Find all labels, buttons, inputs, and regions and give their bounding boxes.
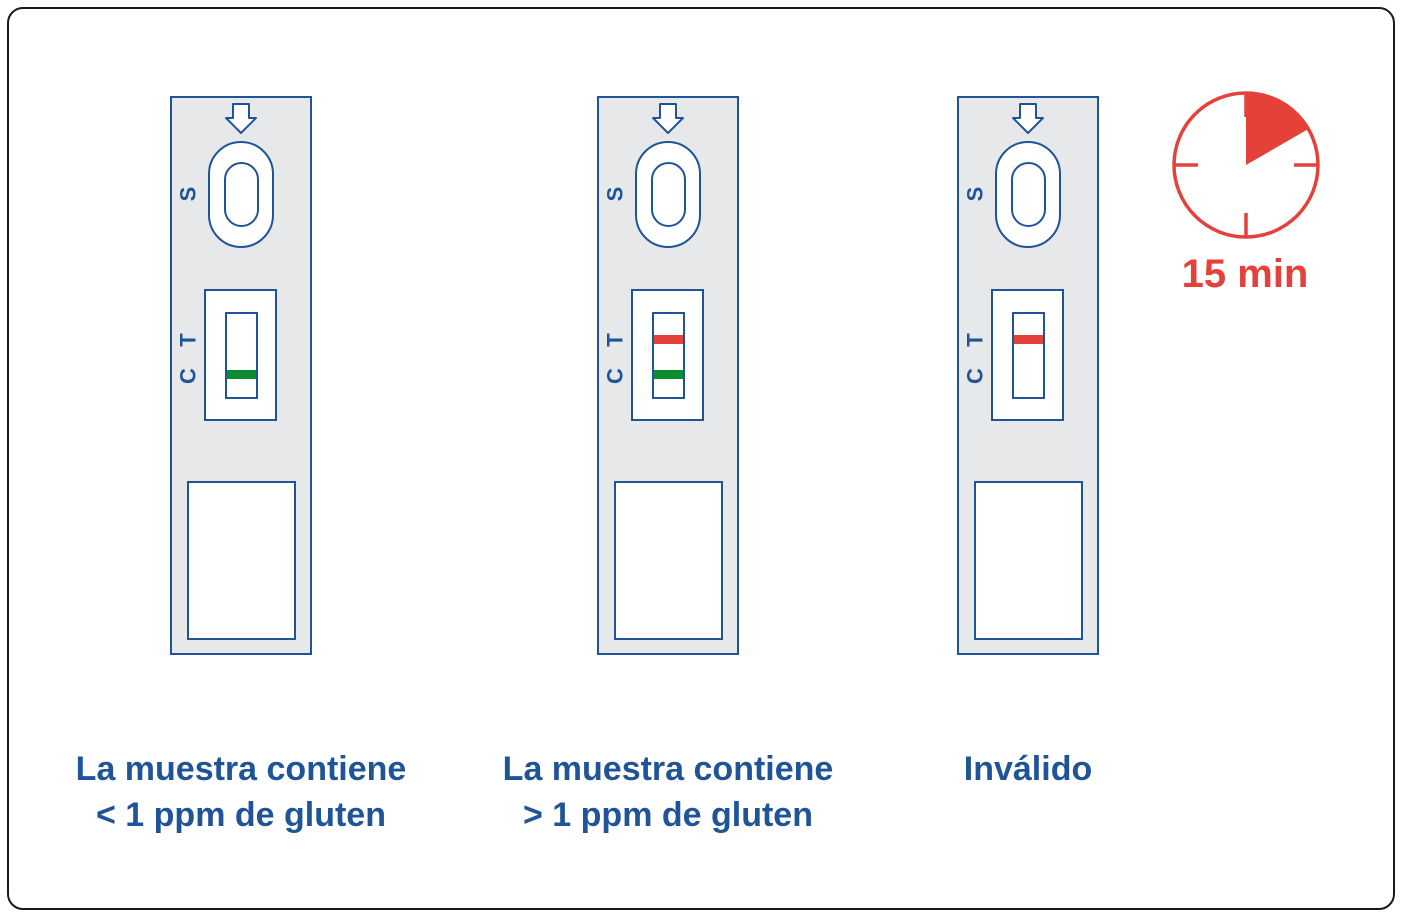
caption-line: La muestra contiene (75, 750, 407, 788)
control-label: C (963, 368, 988, 384)
strip-invalid: S T C (957, 96, 1099, 655)
arrow-down-icon (225, 103, 257, 134)
test-label: T (603, 333, 628, 347)
result-window-inner (225, 312, 258, 399)
caption-invalid: Inválido (928, 746, 1128, 792)
test-line (1014, 335, 1043, 344)
sample-well-inner (224, 162, 259, 227)
control-label: C (176, 368, 201, 384)
label-pad (187, 481, 296, 640)
timer-elapsed-wedge (1246, 93, 1309, 165)
timer-label: 15 min (1181, 252, 1309, 296)
arrow-down-icon (1012, 103, 1044, 134)
result-window-inner (652, 312, 685, 399)
sample-label: S (176, 187, 201, 202)
sample-label: S (603, 187, 628, 202)
arrow-down-icon (652, 103, 684, 134)
result-window-inner (1012, 312, 1045, 399)
control-label: C (603, 368, 628, 384)
sample-well-inner (651, 162, 686, 227)
sample-well-inner (1011, 162, 1046, 227)
caption-line: Inválido (963, 750, 1093, 788)
caption-negative: La muestra contiene < 1 ppm de gluten (41, 746, 441, 838)
caption-line: La muestra contiene (502, 750, 834, 788)
test-line (654, 335, 683, 344)
stopwatch-icon (1172, 91, 1320, 239)
label-pad (974, 481, 1083, 640)
sample-label: S (963, 187, 988, 202)
strip-positive: S T C (597, 96, 739, 655)
label-pad (614, 481, 723, 640)
test-label: T (176, 333, 201, 347)
control-line (654, 370, 683, 379)
strip-negative: S T C (170, 96, 312, 655)
test-label: T (963, 333, 988, 347)
control-line (227, 370, 256, 379)
caption-line: > 1 ppm de gluten (523, 796, 813, 834)
caption-positive: La muestra contiene > 1 ppm de gluten (468, 746, 868, 838)
caption-line: < 1 ppm de gluten (96, 796, 386, 834)
